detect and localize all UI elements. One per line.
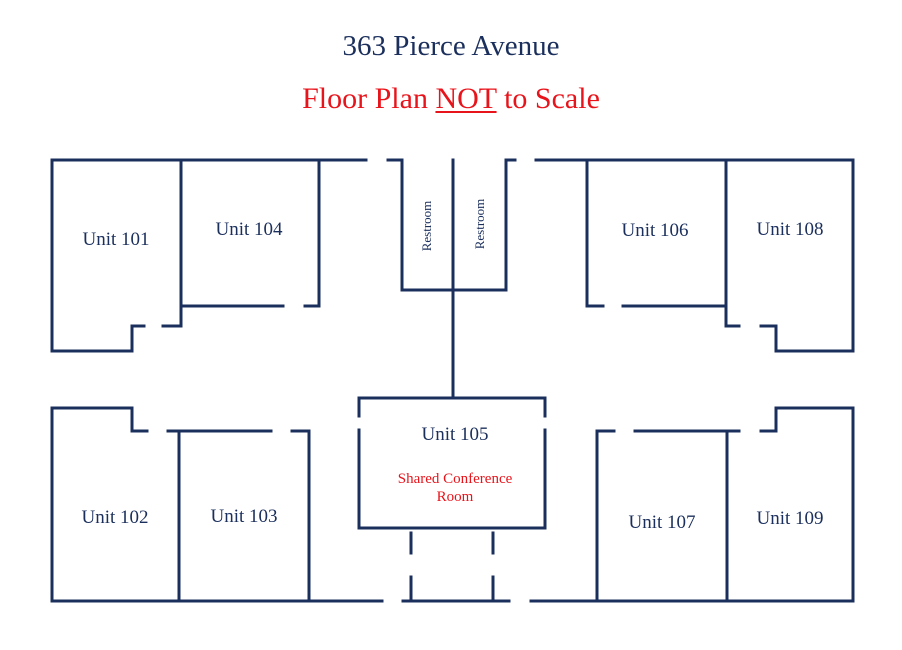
wall-top-left	[50, 158, 368, 353]
wall-unit106-left	[585, 158, 605, 308]
unit-104-label: Unit 104	[215, 219, 283, 240]
scale-note-suffix: to Scale	[496, 82, 600, 115]
conference-label-line2: Room	[437, 489, 474, 505]
wall-bottom-right	[529, 406, 855, 603]
walls	[50, 158, 855, 603]
scale-note-emphasis: NOT	[435, 82, 497, 115]
unit-108-label: Unit 108	[756, 219, 823, 240]
unit-106-label: Unit 106	[621, 220, 688, 241]
wall-entrance-top	[409, 531, 495, 555]
wall-unit105-lower	[357, 428, 547, 530]
unit-101-label: Unit 101	[82, 229, 149, 250]
unit-109-label: Unit 109	[756, 508, 823, 529]
wall-unit103-right	[290, 429, 311, 603]
unit-105-label: Unit 105	[421, 424, 488, 445]
wall-unit102-top	[50, 406, 149, 433]
conference-label-line1: Shared Conference	[398, 471, 513, 487]
restroom-right-label: Restroom	[472, 199, 487, 250]
wall-bottom-left	[50, 406, 384, 603]
unit-102-label: Unit 102	[81, 507, 148, 528]
scale-note-prefix: Floor Plan	[302, 82, 436, 115]
wall-unit105-top	[357, 396, 547, 418]
wall-unit104-right	[303, 158, 321, 308]
unit-107-label: Unit 107	[628, 512, 695, 533]
wall-unit104-left	[161, 158, 183, 328]
wall-top-right	[534, 158, 855, 353]
scale-note: Floor Plan NOT to Scale	[0, 82, 902, 116]
wall-unit108-stub	[724, 304, 741, 328]
wall-unit107-left	[595, 429, 616, 603]
unit-103-label: Unit 103	[210, 506, 277, 527]
wall-entrance-bottom	[409, 575, 495, 603]
restroom-left-label: Restroom	[419, 201, 434, 252]
building-address: 363 Pierce Avenue	[342, 30, 560, 62]
